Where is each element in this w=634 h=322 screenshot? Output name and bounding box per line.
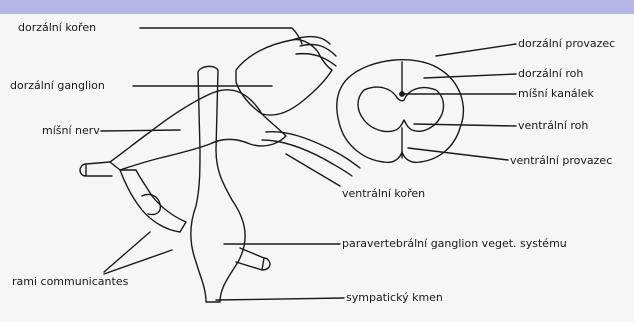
label-rami-communicantes: rami communicantes <box>12 276 128 288</box>
rami-inner <box>142 194 160 214</box>
label-ventral-funiculus: ventrální provazec <box>510 155 612 167</box>
leader-ventral-horn <box>414 124 516 126</box>
leader-dorsal-funiculus <box>436 44 516 56</box>
label-dorsal-horn: dorzální roh <box>518 68 583 80</box>
leader-dorsal-root <box>140 28 302 44</box>
left-branch-stub <box>80 162 112 176</box>
dorsal-ganglion-shape <box>236 40 332 115</box>
rami-communicantes-shape <box>120 170 186 232</box>
right-branch-stub <box>236 248 270 270</box>
label-central-canal: míšní kanálek <box>518 88 594 100</box>
leader-rami-2 <box>104 250 172 274</box>
label-paravertebral-ganglion: paravertebrální ganglion veget. systému <box>342 238 567 250</box>
leader-dorsal-horn <box>424 74 516 78</box>
label-sympathetic-trunk: sympatický kmen <box>346 292 443 304</box>
label-dorsal-root: dorzální kořen <box>18 22 96 34</box>
dorsal-root-strands <box>292 37 336 66</box>
label-dorsal-ganglion: dorzální ganglion <box>10 80 105 92</box>
leader-ventral-root <box>286 154 340 186</box>
label-ventral-root: ventrální kořen <box>342 188 425 200</box>
sympathetic-trunk-shape <box>191 66 245 302</box>
label-spinal-nerve: míšní nerv <box>42 125 100 137</box>
leader-sympathetic <box>216 298 344 300</box>
leader-spinal-nerve <box>101 130 180 131</box>
spinal-cord-outline <box>337 60 464 163</box>
label-ventral-horn: ventrální roh <box>518 120 588 132</box>
leader-ventral-funiculus <box>408 148 508 160</box>
label-dorsal-funiculus: dorzální provazec <box>518 38 615 50</box>
